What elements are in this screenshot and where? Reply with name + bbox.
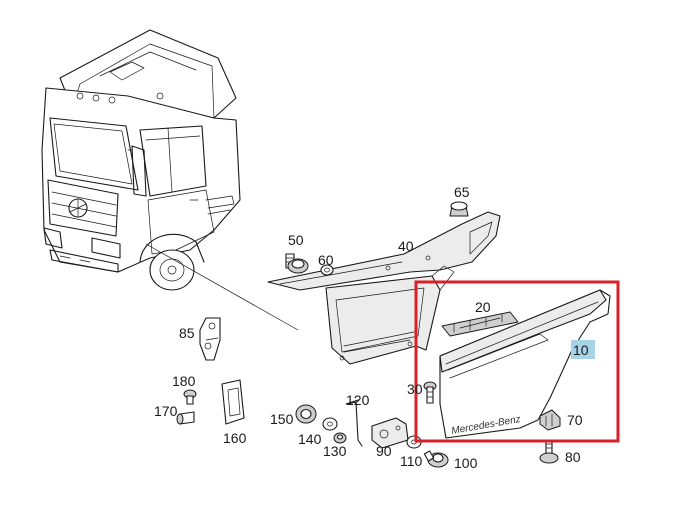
- callout-150: 150: [270, 411, 294, 427]
- highlight-box: [414, 280, 620, 443]
- callout-65: 65: [454, 184, 470, 200]
- part-170-plug: [176, 411, 195, 425]
- part-180-screw: [183, 389, 197, 405]
- part-70-clip: [539, 409, 561, 431]
- callout-170: 170: [154, 403, 178, 419]
- callout-180: 180: [172, 373, 196, 389]
- callout-70: 70: [567, 412, 583, 428]
- part-130-nut: [333, 432, 347, 444]
- callout-20: 20: [475, 299, 491, 315]
- callout-80: 80: [565, 449, 581, 465]
- part-40-trim: [267, 211, 501, 291]
- callout-140: 140: [298, 431, 322, 447]
- part-160-frame: [221, 379, 245, 425]
- part-150-grommet: [295, 404, 317, 424]
- callout-10-highlight: [571, 340, 595, 359]
- part-20-strip: [441, 311, 519, 337]
- callout-40: 40: [398, 238, 414, 254]
- callout-160: 160: [223, 430, 247, 446]
- callout-110: 110: [400, 453, 423, 469]
- callout-10: 10: [573, 342, 589, 358]
- truck-cab-illustration: [41, 29, 299, 331]
- callout-50: 50: [288, 232, 304, 248]
- callout-labels: 10 20 30 40 50 60 65 70 80 85 90 100 110…: [154, 184, 589, 471]
- part-10-side-panel: Mercedes-Benz: [439, 289, 611, 439]
- part-30-screw: [423, 381, 437, 404]
- callout-130: 130: [323, 443, 347, 459]
- part-65-clip: [449, 201, 469, 217]
- part-50-screw: [285, 253, 309, 274]
- callout-100: 100: [454, 455, 478, 471]
- part-60-washer: [320, 264, 334, 276]
- callout-120: 120: [346, 392, 370, 408]
- callout-30: 30: [407, 381, 423, 397]
- part-80-screw: [539, 439, 559, 464]
- callout-90: 90: [376, 443, 392, 459]
- part-140-washer: [322, 417, 338, 431]
- part-120-rod: [345, 399, 363, 447]
- part-85-bracket: [199, 317, 221, 361]
- part-100-bolt: [423, 450, 449, 468]
- callout-85: 85: [179, 325, 195, 341]
- callout-60: 60: [318, 252, 334, 268]
